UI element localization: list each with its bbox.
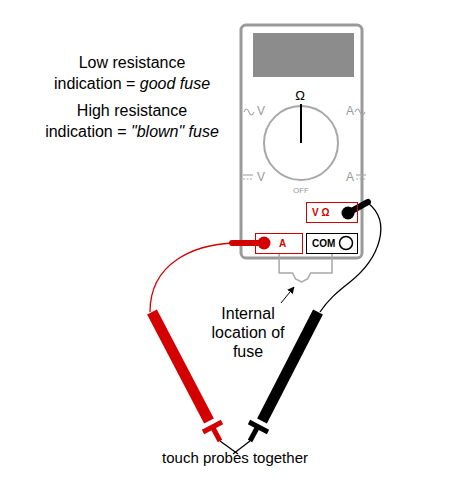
fuse-leader-line — [281, 287, 294, 303]
dial-pointer — [300, 104, 302, 143]
note-text: indication = — [54, 74, 135, 93]
volt-ac-label: V — [257, 104, 265, 119]
note-line: High resistance — [77, 101, 187, 120]
amp-ac-label: A — [346, 104, 354, 119]
note-text: High resistance — [77, 101, 187, 120]
note-line: Low resistance — [79, 53, 186, 72]
voltage-ohm-jack-box: V Ω — [306, 202, 358, 223]
common-jack-box: COM — [306, 233, 358, 254]
fuse-connection — [279, 254, 332, 282]
off-label: OFF — [293, 185, 309, 196]
red-lead-wire — [150, 243, 232, 312]
note-text: "blown" fuse — [131, 122, 219, 141]
black-plug — [348, 202, 368, 213]
com-jack — [340, 237, 353, 250]
jack-label: COM — [312, 238, 335, 249]
jack-label: V Ω — [312, 207, 329, 218]
jack-label: A — [279, 238, 286, 249]
note-line: indication = "blown" fuse — [45, 122, 219, 141]
ohm-symbol: Ω — [295, 88, 305, 104]
red-plug — [232, 240, 264, 246]
note-text: Low resistance — [79, 53, 186, 72]
meter-body — [241, 25, 362, 258]
black-lead-wire — [320, 203, 381, 312]
ac-symbol — [355, 109, 365, 115]
callout-text: Internal location of fuse — [200, 304, 296, 361]
note-line: indication = good fuse — [54, 74, 210, 93]
amp-dc-label: A — [346, 170, 354, 185]
caption-text: touch probes together — [162, 449, 308, 467]
note-text: good fuse — [140, 74, 210, 93]
note-text: indication = — [45, 122, 126, 141]
amp-jack-box: A — [255, 233, 303, 254]
volt-dc-label: V — [257, 170, 265, 185]
ac-symbol — [244, 109, 254, 115]
display — [253, 33, 354, 77]
